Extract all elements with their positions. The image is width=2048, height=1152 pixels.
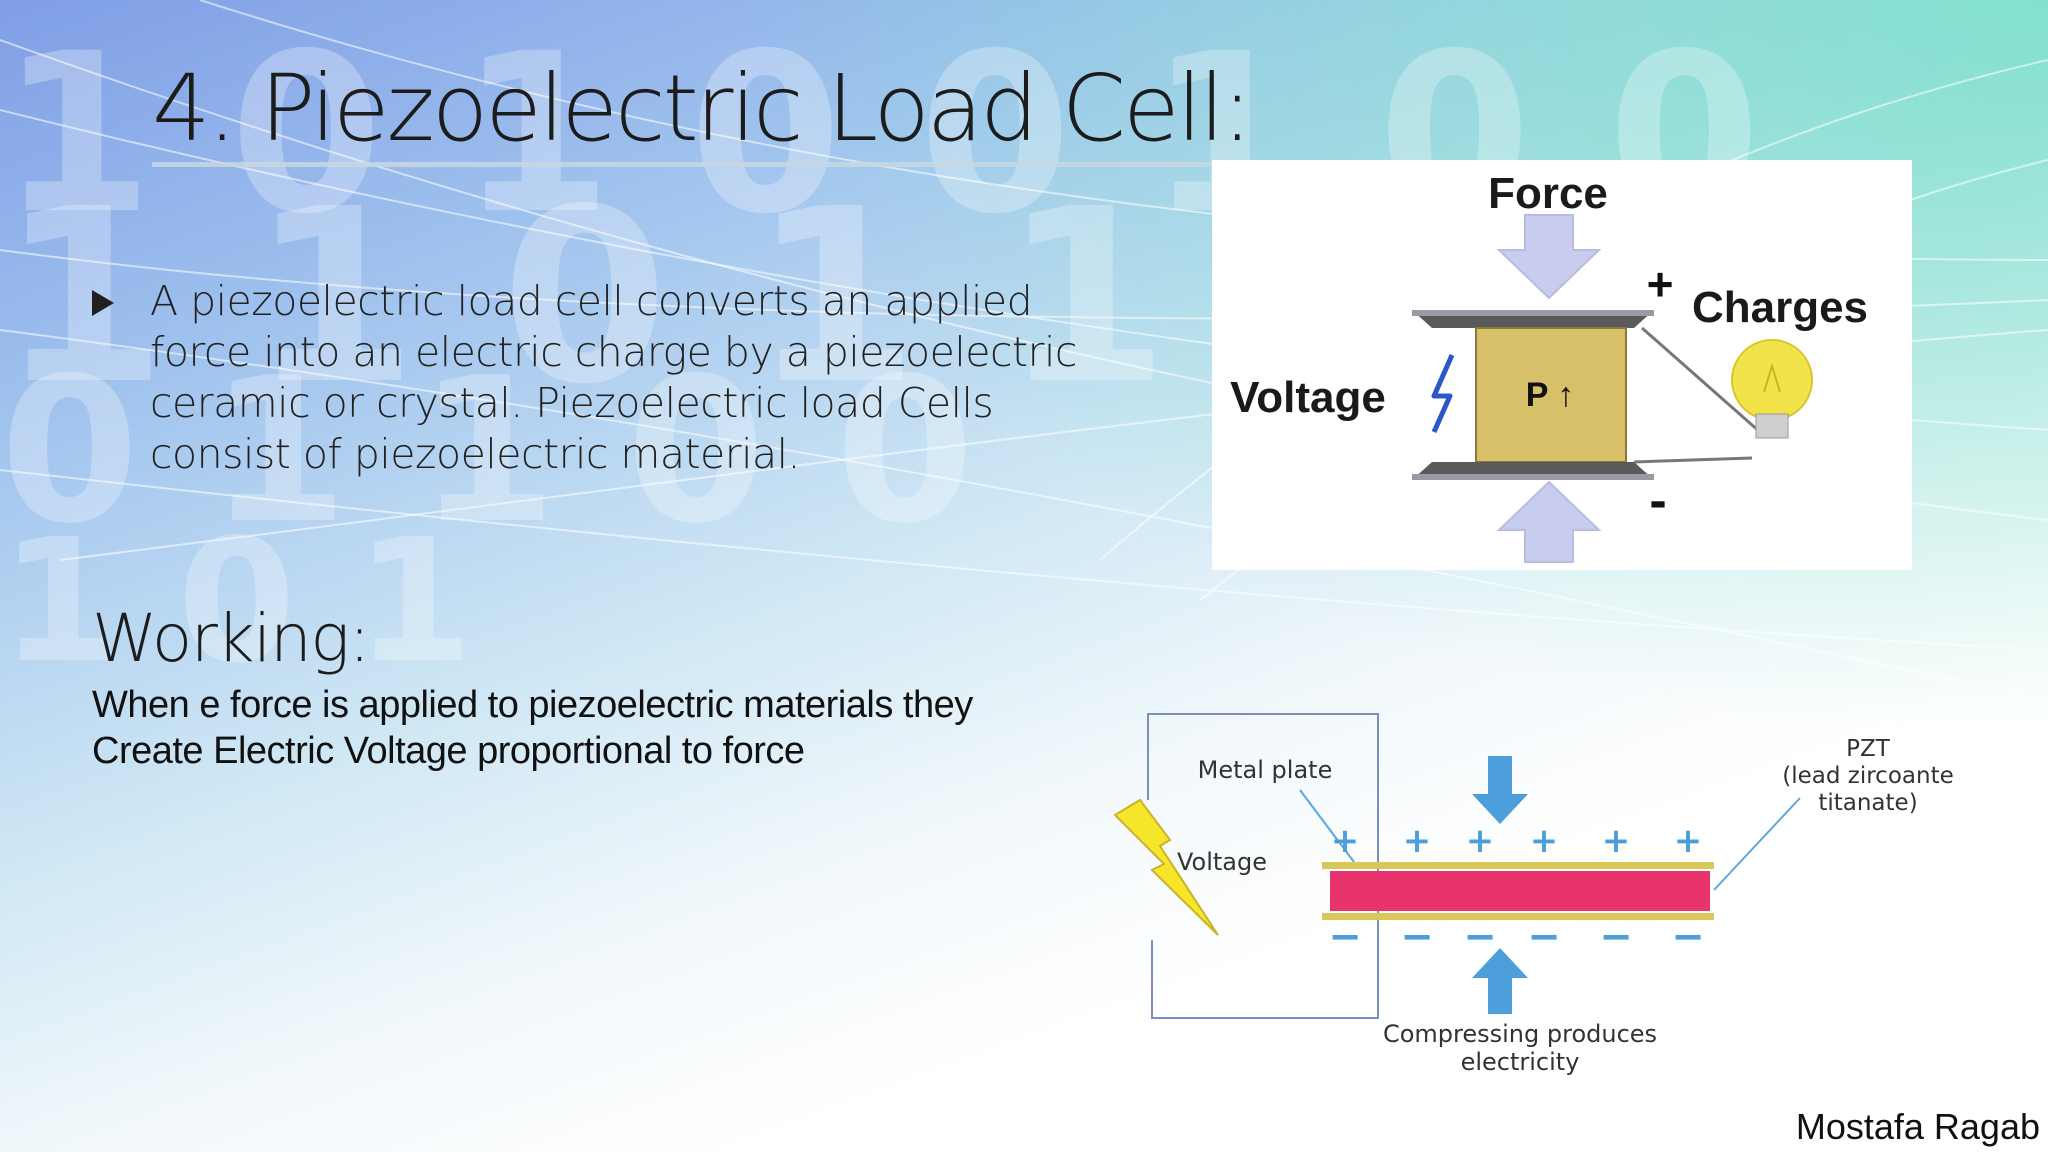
- minus-charge-3: −: [1463, 914, 1497, 960]
- plus-charge-2: +: [1403, 821, 1432, 861]
- background-digits-row-4: 1 0 1: [0, 503, 473, 701]
- author-name: Mostafa Ragab: [1795, 1106, 2040, 1147]
- negative-charges: − − − − − −: [1328, 914, 1705, 960]
- minus-charge-2: −: [1400, 914, 1434, 960]
- pzt-compression-diagram: Metal plate Voltage + + + + + + − − − − …: [1113, 713, 1954, 1076]
- plus-charge-5: +: [1602, 821, 1631, 861]
- bullet-triangle-icon: [92, 290, 114, 316]
- compress-arrow-down-icon: [1472, 756, 1528, 824]
- metal-plate-label: Metal plate: [1198, 756, 1333, 784]
- bottom-electrode: [1322, 913, 1714, 920]
- working-heading: Working:: [92, 600, 371, 677]
- working-description: When e force is applied to piezoelectric…: [92, 684, 973, 772]
- slide-title: 4. Piezoelectric Load Cell:: [152, 56, 1253, 167]
- charges-label: Charges: [1692, 283, 1868, 332]
- lightning-bolt-icon: [1431, 353, 1455, 434]
- pzt-layer: [1330, 871, 1710, 911]
- voltage-label-2: Voltage: [1177, 848, 1267, 876]
- minus-charge-4: −: [1527, 914, 1561, 960]
- pzt-pointer: [1713, 797, 1801, 891]
- plus-charge-6: +: [1674, 821, 1703, 861]
- compress-label-line-1: Compressing produces: [1383, 1020, 1657, 1048]
- plus-charge-3: +: [1466, 821, 1495, 861]
- plus-charge-4: +: [1530, 821, 1559, 861]
- top-electrode: [1322, 862, 1714, 869]
- minus-charge-1: −: [1328, 914, 1362, 960]
- polarization-label: P ↑: [1526, 376, 1575, 414]
- plus-sign: +: [1647, 258, 1674, 310]
- pzt-label-line-3: titanate): [1818, 790, 1917, 816]
- force-label: Force: [1488, 169, 1608, 218]
- background-digits-row-3: 0 1 1 0 0: [0, 335, 974, 568]
- metal-plate-pointer: [1299, 789, 1355, 863]
- bullet-item: A piezoelectric load cell converts an ap…: [92, 276, 1122, 480]
- compress-arrow-up-icon: [1472, 948, 1528, 1014]
- bullet-text: A piezoelectric load cell converts an ap…: [150, 277, 1077, 478]
- voltage-bolt-icon: [1113, 798, 1219, 936]
- load-cell-diagram: Force P ↑ Voltage + Charges -: [1212, 160, 1912, 570]
- force-arrow-up-icon: [1496, 480, 1602, 563]
- compress-label-line-2: electricity: [1461, 1048, 1580, 1076]
- minus-sign: -: [1649, 472, 1666, 530]
- pzt-label-line-2: (lead zircoante: [1782, 763, 1954, 789]
- minus-charge-5: −: [1599, 914, 1633, 960]
- top-plate-edge: [1412, 310, 1654, 316]
- plus-charge-1: +: [1331, 821, 1360, 861]
- wire: [1633, 326, 1761, 464]
- pzt-label-line-1: PZT: [1846, 736, 1891, 762]
- bottom-plate-edge: [1412, 474, 1654, 480]
- light-bulb-icon: [1731, 339, 1813, 439]
- piezo-crystal: [1475, 327, 1627, 463]
- force-arrow-down-icon: [1496, 214, 1602, 300]
- voltage-label: Voltage: [1230, 373, 1386, 422]
- minus-charge-6: −: [1671, 914, 1705, 960]
- positive-charges: + + + + + +: [1331, 821, 1703, 861]
